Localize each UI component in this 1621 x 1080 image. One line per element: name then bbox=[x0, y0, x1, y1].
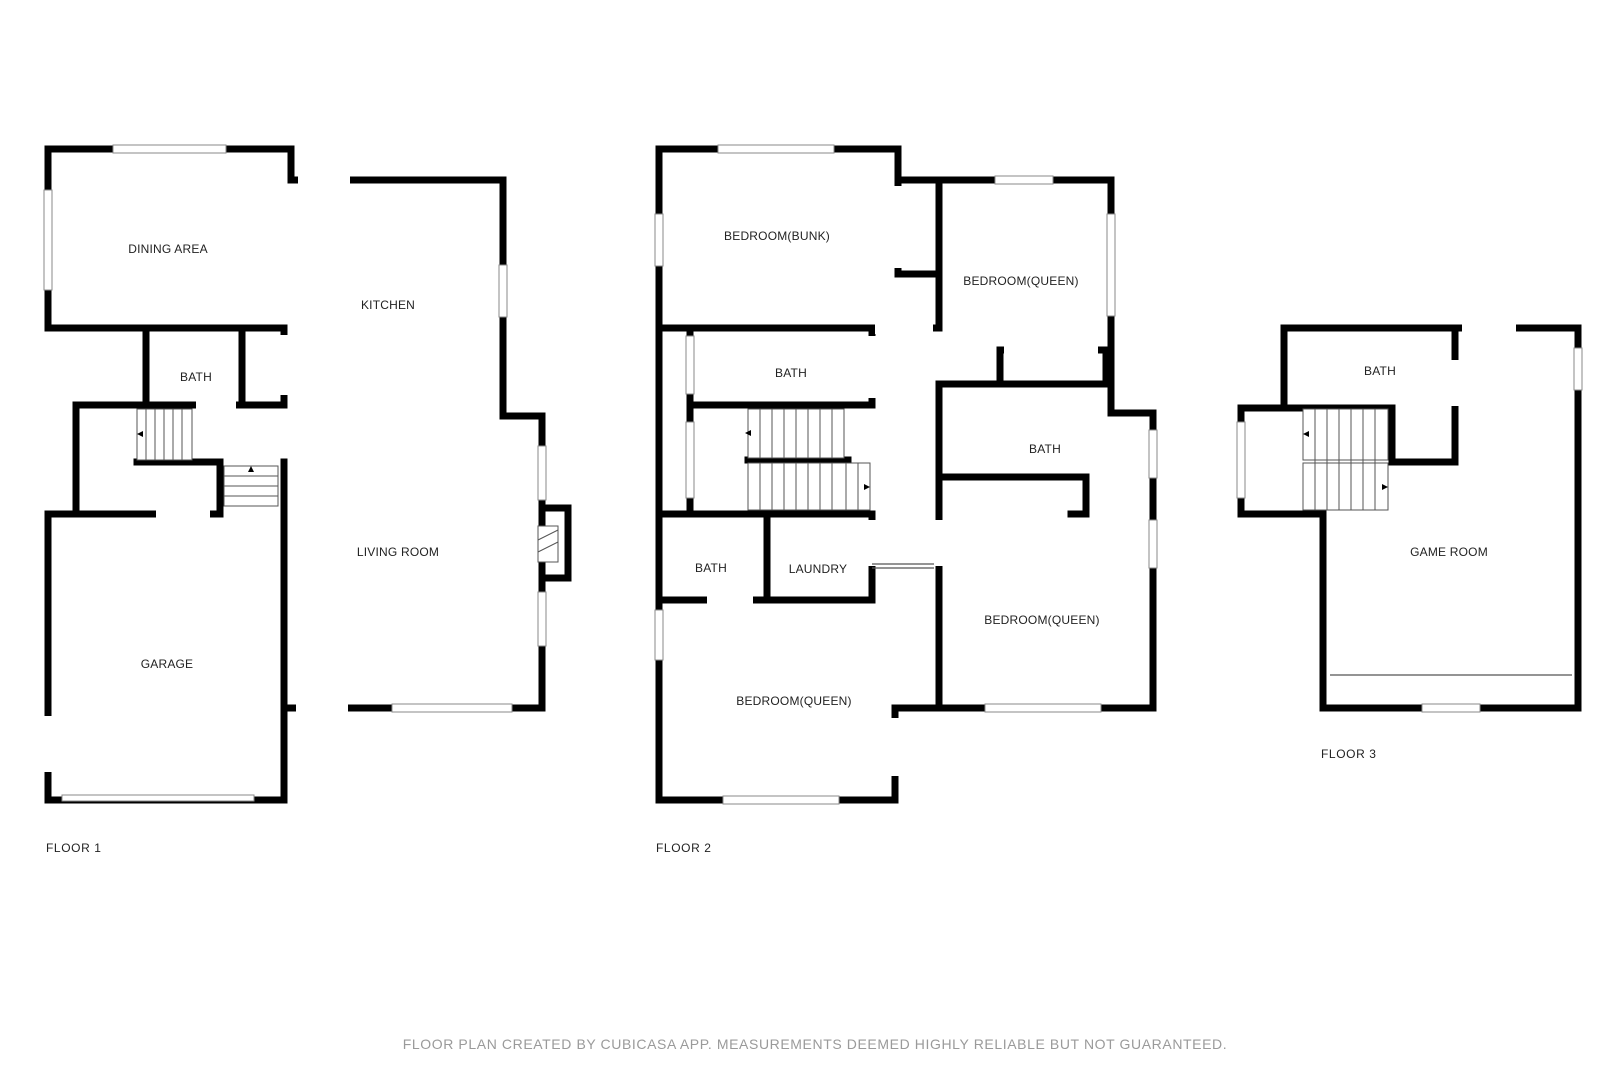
doorway bbox=[196, 399, 236, 411]
window bbox=[717, 144, 835, 154]
garage-door bbox=[61, 794, 255, 802]
doorway bbox=[707, 594, 753, 606]
room-label-dining-area: DINING AREA bbox=[128, 242, 208, 256]
room-label-bath: BATH bbox=[180, 370, 212, 384]
doorway bbox=[42, 716, 54, 772]
disclaimer-footer: FLOOR PLAN CREATED BY CUBICASA APP. MEAS… bbox=[403, 1036, 1228, 1052]
doorway bbox=[933, 336, 945, 374]
floor-1-outer-walls bbox=[44, 145, 546, 804]
floor-2-label: FLOOR 2 bbox=[656, 841, 712, 855]
floor-3-label: FLOOR 3 bbox=[1321, 747, 1377, 761]
doorway bbox=[866, 520, 878, 566]
room-label-game-room: GAME ROOM bbox=[1410, 545, 1488, 559]
floor-3-stairs bbox=[1302, 408, 1389, 511]
stair-arrow-icon bbox=[1382, 484, 1388, 490]
window bbox=[654, 609, 664, 661]
floor-1-stair-walls bbox=[133, 458, 288, 712]
doorway bbox=[933, 520, 945, 566]
floor-1-stairs-upper bbox=[136, 408, 193, 461]
window bbox=[498, 264, 508, 318]
floor-3-outer-walls bbox=[1237, 324, 1582, 712]
doorway bbox=[875, 322, 933, 334]
window bbox=[984, 703, 1102, 713]
floor-2-plan: BEDROOM(BUNK) BEDROOM(QUEEN) BATH BATH B… bbox=[654, 144, 1158, 855]
window bbox=[391, 703, 513, 713]
floor-1-label: FLOOR 1 bbox=[46, 841, 102, 855]
window bbox=[1236, 421, 1246, 499]
room-label-bath-nw: BATH bbox=[775, 366, 807, 380]
window bbox=[1573, 347, 1583, 391]
floor-2-hall-walls bbox=[655, 510, 876, 604]
window bbox=[43, 189, 53, 291]
floor-3-plan: BATH GAME ROOM FLOOR 3 bbox=[1236, 322, 1583, 761]
floor-1-stairs-lower bbox=[223, 465, 279, 507]
room-label-living-room: LIVING ROOM bbox=[357, 545, 439, 559]
doorway bbox=[946, 508, 1064, 520]
room-label-bedroom-queen-se: BEDROOM(QUEEN) bbox=[984, 613, 1099, 627]
doorway bbox=[156, 508, 210, 520]
fireplace bbox=[538, 504, 572, 582]
window bbox=[994, 175, 1054, 185]
floor-3-bath-walls bbox=[1280, 324, 1459, 466]
room-label-bath-sw: BATH bbox=[695, 561, 727, 575]
window bbox=[537, 445, 547, 501]
floor-2-closet-walls bbox=[894, 176, 943, 278]
stair-arrow-icon bbox=[745, 430, 751, 436]
doorway bbox=[866, 336, 878, 398]
window bbox=[1148, 429, 1158, 479]
floor-2-stairs-upper bbox=[745, 408, 845, 459]
floor-2-stairs-lower bbox=[747, 462, 871, 511]
doorway bbox=[1093, 508, 1139, 520]
stair-arrow-icon bbox=[864, 484, 870, 490]
doorway bbox=[298, 174, 350, 186]
room-label-garage: GARAGE bbox=[141, 657, 194, 671]
floor-2-east-bath-walls bbox=[935, 380, 1110, 518]
doorway bbox=[893, 186, 904, 268]
window bbox=[537, 591, 547, 647]
window bbox=[722, 795, 840, 805]
floor-1-bath-walls bbox=[142, 324, 288, 409]
stair-arrow-icon bbox=[248, 466, 254, 472]
room-label-bath-e: BATH bbox=[1029, 442, 1061, 456]
doorway bbox=[1462, 322, 1516, 334]
window bbox=[1106, 213, 1116, 317]
room-label-kitchen: KITCHEN bbox=[361, 298, 415, 312]
stair-arrow-icon bbox=[1303, 431, 1309, 437]
window bbox=[685, 335, 695, 395]
doorway bbox=[889, 718, 901, 776]
room-label-laundry: LAUNDRY bbox=[789, 562, 848, 576]
hearth-hatch bbox=[537, 529, 559, 541]
doorway bbox=[1449, 360, 1461, 406]
hearth-hatch bbox=[537, 541, 559, 553]
fireplace-hearth bbox=[537, 525, 559, 563]
floor-1-plan: DINING AREA KITCHEN BATH LIVING ROOM GAR… bbox=[42, 144, 572, 855]
room-label-bedroom-queen-ne: BEDROOM(QUEEN) bbox=[963, 274, 1078, 288]
window bbox=[112, 144, 227, 154]
room-label-bedroom-bunk: BEDROOM(BUNK) bbox=[724, 229, 830, 243]
window bbox=[1421, 703, 1481, 713]
window bbox=[654, 213, 664, 267]
room-label-bath: BATH bbox=[1364, 364, 1396, 378]
window bbox=[685, 421, 695, 499]
room-label-bedroom-queen-sw: BEDROOM(QUEEN) bbox=[736, 694, 851, 708]
window bbox=[1148, 519, 1158, 569]
doorway bbox=[1004, 344, 1098, 356]
doorway bbox=[278, 335, 290, 395]
stair-arrow-icon bbox=[137, 431, 143, 437]
doorway bbox=[296, 702, 348, 714]
